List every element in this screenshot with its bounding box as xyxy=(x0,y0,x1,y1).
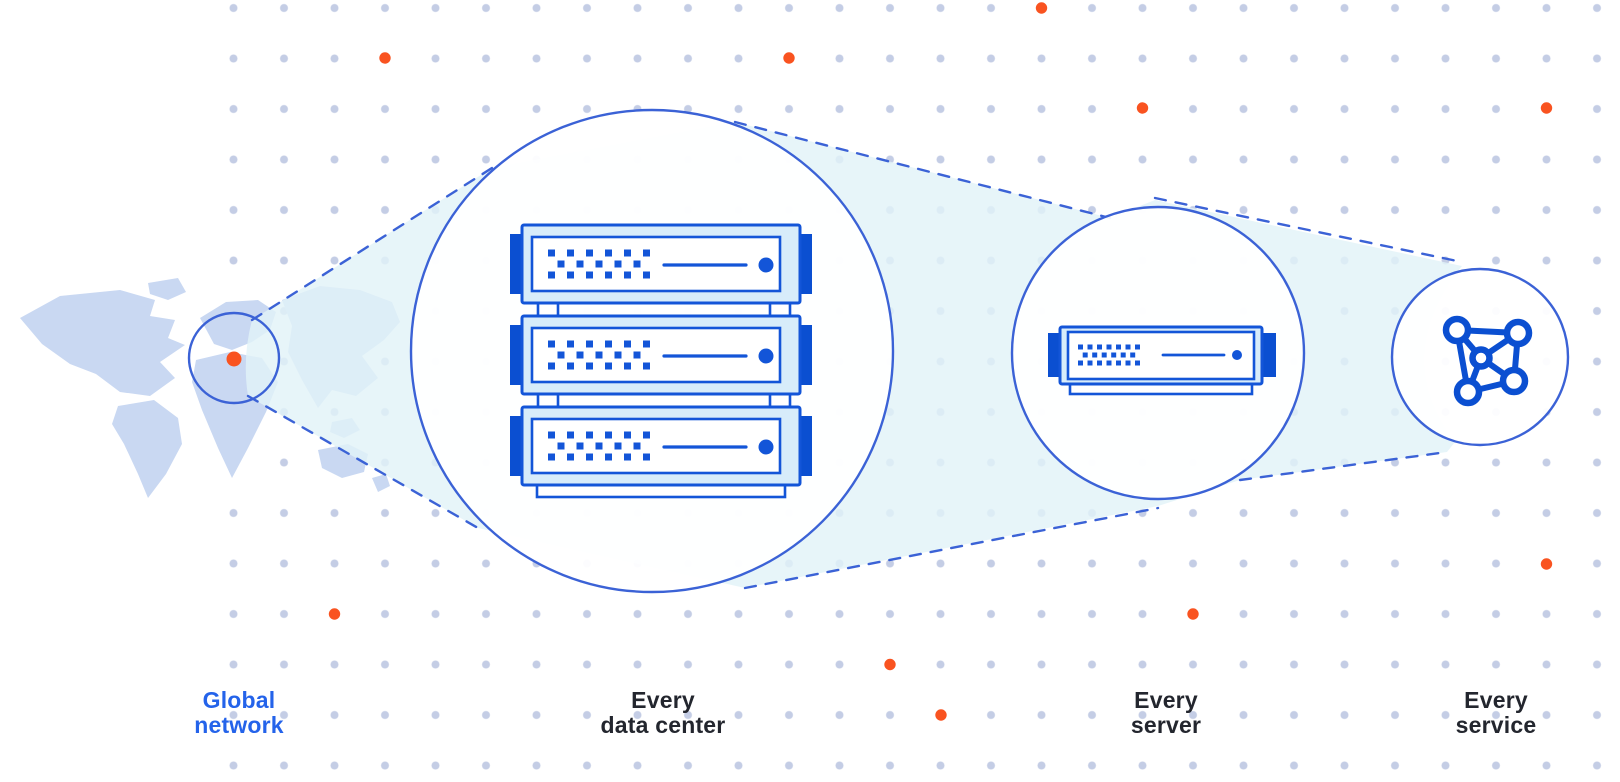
server-icon xyxy=(1048,325,1276,396)
dashed-tangent-lines xyxy=(246,120,1464,590)
orange-accent-dots xyxy=(328,2,1553,721)
server-unit xyxy=(508,223,814,305)
orange-accent-dot xyxy=(935,709,947,721)
label-line: data center xyxy=(600,712,726,738)
orange-accent-dot xyxy=(1540,558,1553,570)
label-line: Every xyxy=(1464,687,1528,713)
dashed-tangent-line xyxy=(246,394,480,530)
dashed-tangent-line xyxy=(1153,196,1464,264)
label-line: Every xyxy=(1134,687,1198,713)
server-unit xyxy=(508,314,814,396)
orange-accent-dot xyxy=(1540,102,1553,114)
map-highlight-circle xyxy=(187,311,281,405)
label-every-data-center: Every data center xyxy=(601,688,726,738)
label-line: network xyxy=(194,712,284,738)
network-mesh-icon xyxy=(1442,315,1533,407)
label-global-network: Global network xyxy=(194,688,284,738)
label-line: service xyxy=(1455,712,1537,738)
dashed-tangent-line xyxy=(250,166,494,322)
orange-accent-dot xyxy=(783,52,795,64)
label-line: Every xyxy=(631,687,695,713)
dashed-tangent-line xyxy=(733,120,1112,220)
label-every-service: Every service xyxy=(1456,688,1537,738)
map-marker-icon xyxy=(226,351,242,367)
orange-accent-dot xyxy=(379,52,391,64)
orange-accent-dot xyxy=(1187,608,1199,620)
label-line: server xyxy=(1130,712,1202,738)
label-line: Global xyxy=(202,687,276,713)
orange-accent-dot xyxy=(1136,102,1149,114)
orange-accent-dot xyxy=(884,658,896,671)
label-every-server: Every server xyxy=(1131,688,1201,738)
orange-accent-dot xyxy=(328,608,341,620)
dashed-tangent-line xyxy=(1238,450,1449,482)
server-rack-icon xyxy=(508,223,814,499)
server-unit xyxy=(508,405,814,487)
dashed-tangent-line xyxy=(743,506,1160,590)
orange-accent-dot xyxy=(1035,2,1048,14)
